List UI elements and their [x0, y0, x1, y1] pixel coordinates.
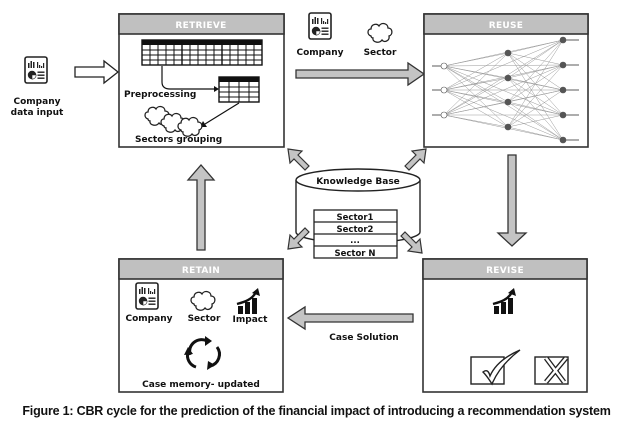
input-label-1: Company: [14, 97, 61, 107]
nn-edge: [443, 39, 564, 116]
preprocess-arrow: [161, 66, 214, 90]
nn-edge: [507, 114, 564, 128]
reuse-title: REUSE: [489, 21, 524, 31]
report-icon: [308, 12, 332, 40]
nn-node: [504, 49, 512, 57]
revise-box: REVISE: [422, 258, 588, 393]
nn-node: [440, 62, 448, 70]
nn-edge: [507, 64, 564, 79]
nn-edge: [443, 52, 509, 91]
cloud-icon: [367, 22, 393, 43]
nn-node: [504, 98, 512, 106]
nn-edge: [443, 39, 564, 67]
neural-network-icon: [432, 36, 579, 144]
nn-edge: [443, 39, 564, 91]
nn-edge: [443, 64, 564, 67]
kb-to-reuse-arrow: [404, 148, 427, 171]
figure-caption: Figure 1: CBR cycle for the prediction o…: [22, 404, 611, 418]
nn-node: [559, 61, 567, 69]
nn-node: [559, 86, 567, 94]
nn-edge: [507, 77, 564, 91]
revise-to-retain-arrow: [286, 305, 414, 331]
sector-item: Sector1: [337, 213, 374, 223]
nn-edge: [443, 114, 564, 141]
nn-edge: [507, 77, 564, 141]
nn-edge: [443, 77, 509, 116]
nn-edge: [507, 39, 564, 128]
case-solution-label: Case Solution: [329, 333, 398, 343]
sector-item: Sector N: [334, 249, 375, 259]
nn-edge: [443, 65, 564, 91]
company-input: Company data input: [11, 56, 64, 118]
nn-node: [559, 111, 567, 119]
refresh-arrowheads: [184, 336, 215, 370]
nn-node: [559, 36, 567, 44]
kb-to-retrieve-arrow: [287, 148, 310, 171]
nn-edge: [507, 39, 564, 79]
sector-list: Sector1 Sector2 ... Sector N: [313, 209, 398, 259]
data-table-icon: [141, 39, 263, 66]
nn-node: [504, 74, 512, 82]
retain-company: Company: [126, 314, 173, 324]
kb-to-retain-arrow: [287, 227, 310, 250]
knowledge-base: Knowledge Base Sector1 Sector2 ... Secto…: [295, 168, 421, 259]
kb-to-revise-arrow: [400, 231, 423, 254]
cbr-diagram: Company data input RETRIEVE Preprocessin…: [11, 12, 589, 393]
grouping-arrow: [204, 102, 240, 125]
reject-checkbox-icon: [534, 356, 569, 385]
small-table-icon: [218, 76, 260, 103]
nn-node: [559, 136, 567, 144]
nn-edge: [507, 126, 564, 141]
nn-edge: [507, 77, 564, 116]
nn-edge: [443, 52, 509, 116]
retain-title: RETAIN: [182, 266, 220, 276]
knowledge-base-title: Knowledge Base: [316, 177, 400, 187]
retrieve-box: RETRIEVE Preprocessing Sectors grouping: [118, 13, 285, 148]
nn-node: [504, 123, 512, 131]
retain-impact: Impact: [233, 315, 269, 325]
accept-checkbox-icon: [470, 349, 521, 386]
nn-node: [440, 111, 448, 119]
retain-sector: Sector: [188, 314, 221, 324]
retrieve-to-reuse-arrow: [295, 61, 426, 87]
report-icon: [24, 56, 48, 84]
retain-to-retrieve-arrow: [186, 164, 216, 251]
reuse-box: REUSE: [423, 13, 589, 148]
reuse-input-sector: Sector: [364, 48, 397, 58]
retrieve-title: RETRIEVE: [175, 21, 226, 31]
revise-title: REVISE: [486, 266, 524, 276]
reuse-input-company: Company: [297, 48, 344, 58]
nn-edge: [507, 64, 564, 128]
input-label-2: data input: [11, 108, 64, 118]
reuse-to-revise-arrow: [496, 154, 528, 247]
nn-edge: [443, 64, 564, 116]
report-icon: [135, 282, 159, 310]
input-arrow: [74, 59, 120, 85]
nn-node: [440, 86, 448, 94]
nn-edge: [507, 39, 564, 103]
sector-item: ...: [350, 236, 360, 246]
case-memory-label: Case memory- updated: [142, 380, 260, 390]
preprocessing-label: Preprocessing: [124, 90, 196, 100]
nn-edge: [507, 39, 564, 54]
nn-edge: [443, 65, 564, 116]
grouping-label: Sectors grouping: [135, 135, 222, 145]
sector-item: Sector2: [337, 225, 374, 235]
retain-box: RETAIN Company Sector Impact Case memory…: [118, 258, 284, 393]
nn-edge: [507, 89, 564, 128]
